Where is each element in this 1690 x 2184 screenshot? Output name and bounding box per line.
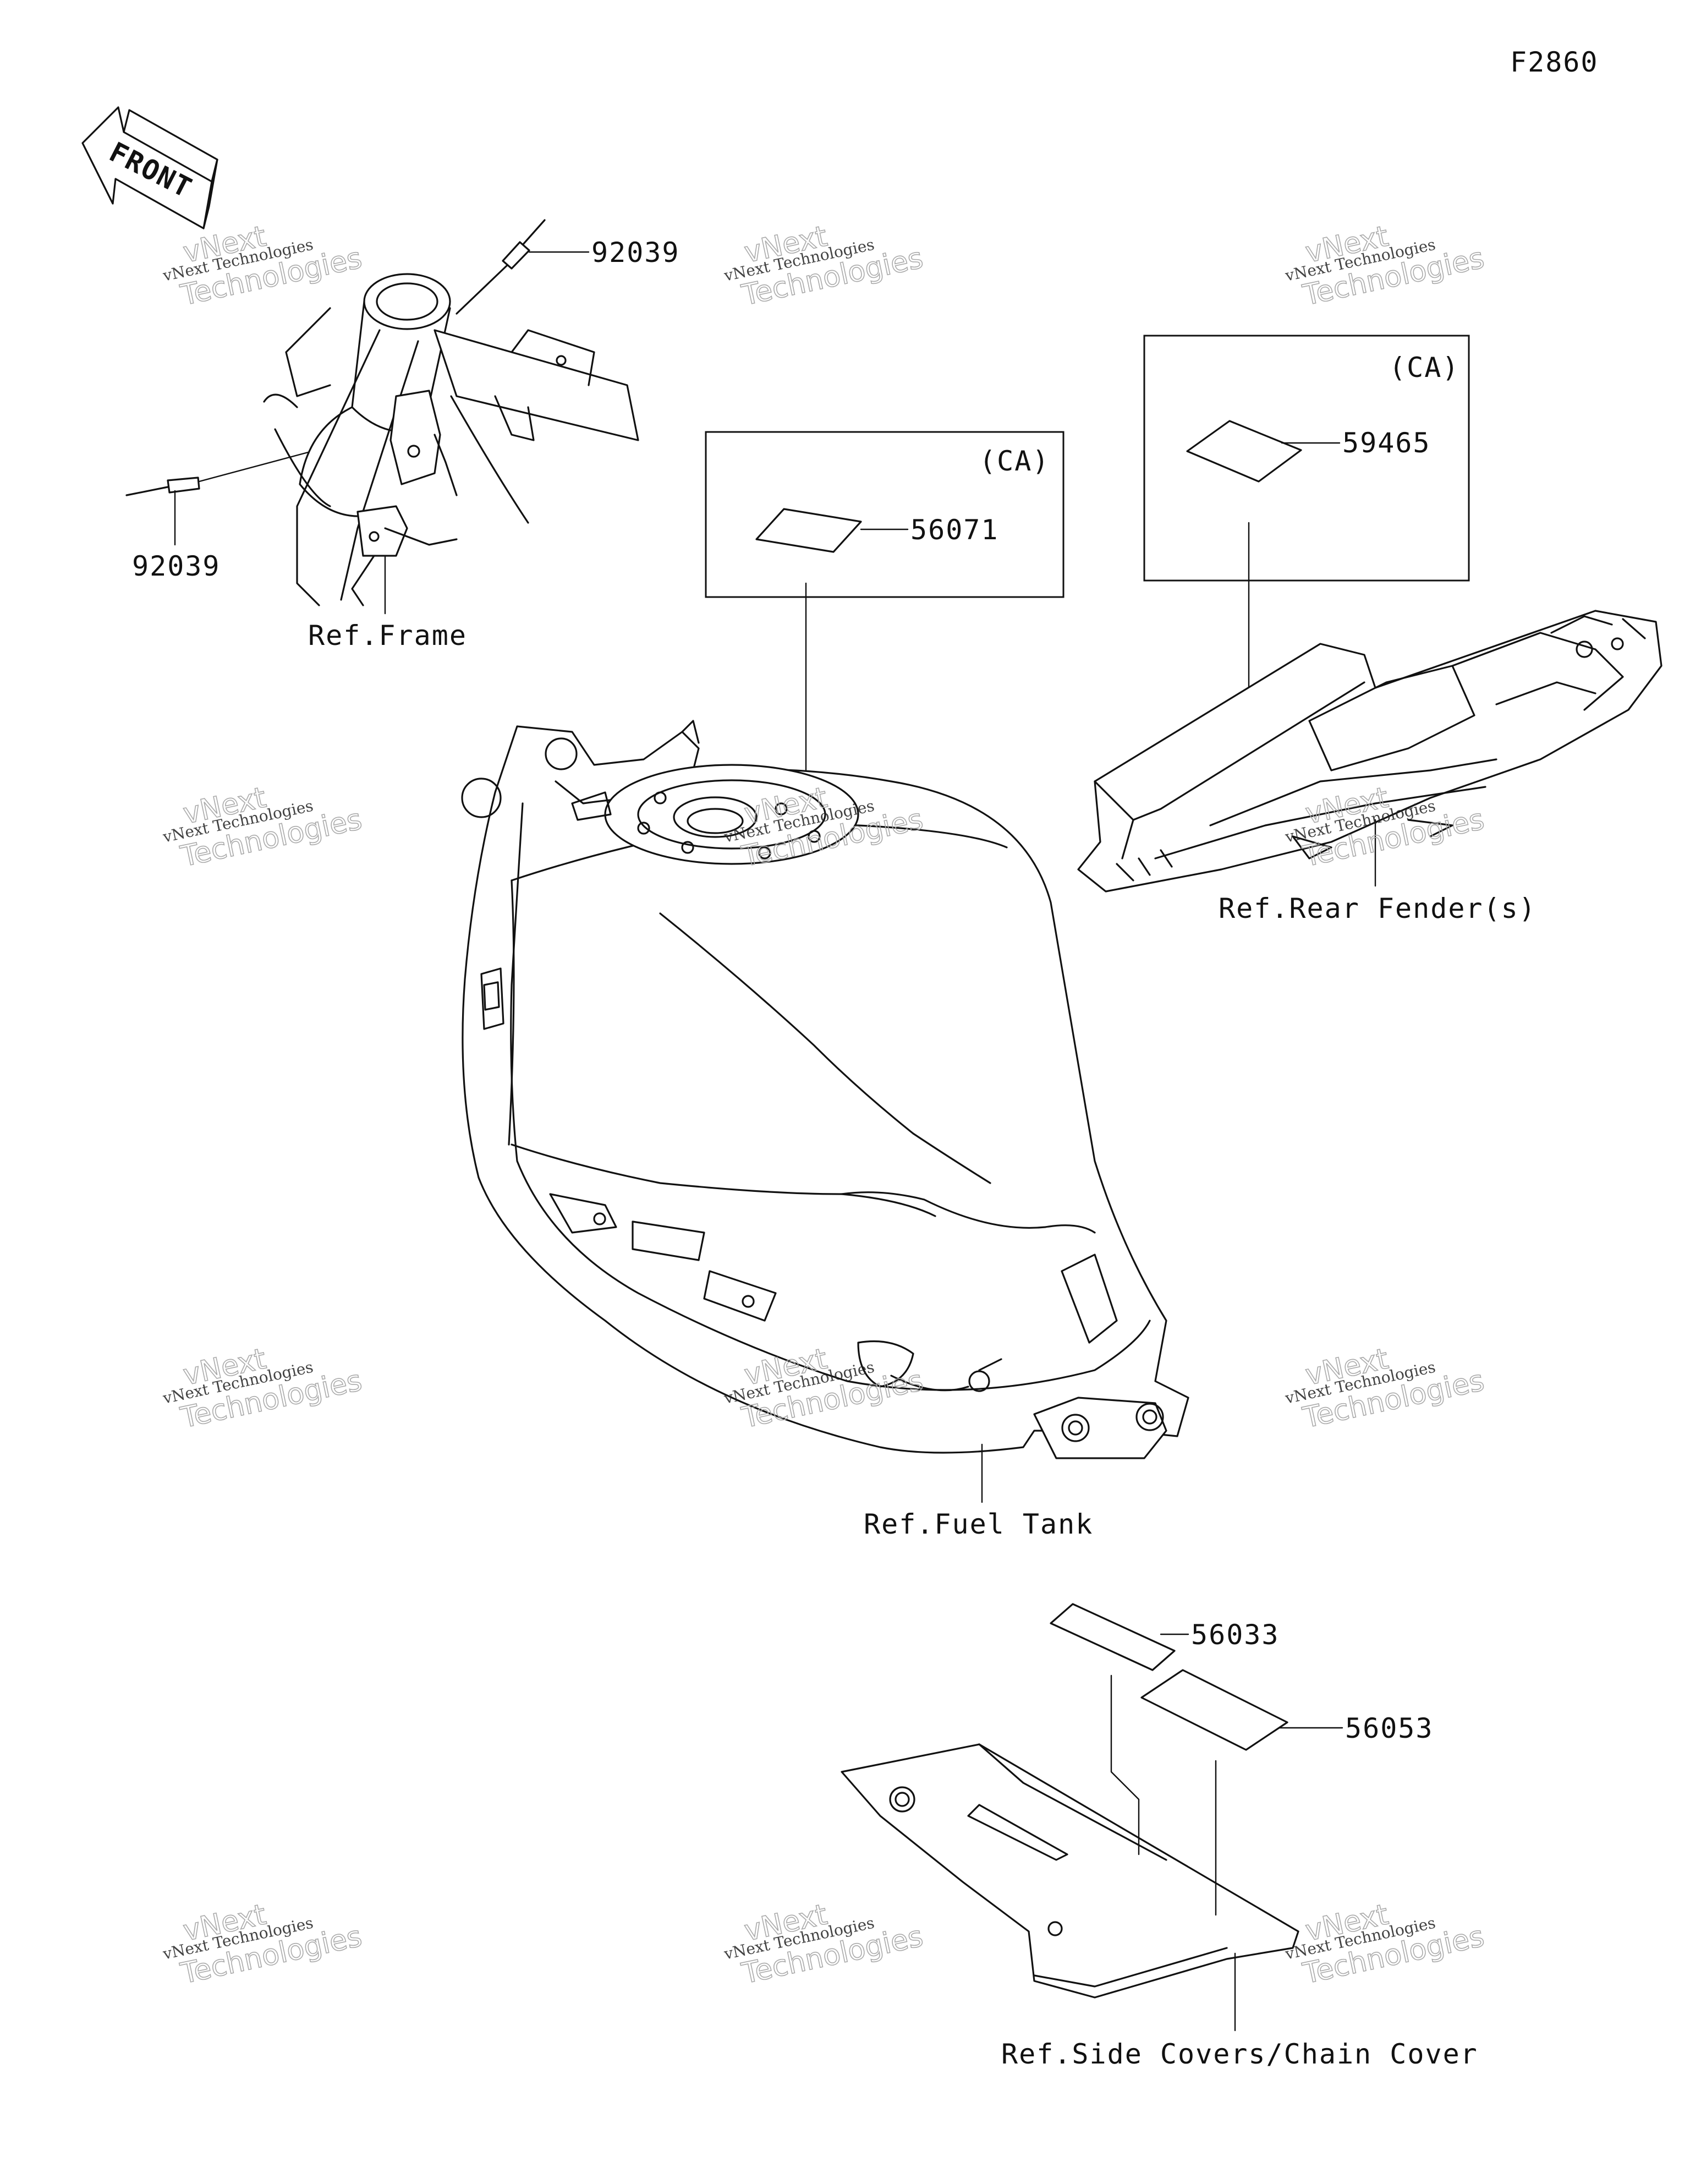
front-arrow-icon: FRONT (81, 106, 218, 229)
callout-56053: 56053 (1345, 1712, 1434, 1744)
ca-fender-tag: (CA) (1389, 352, 1459, 384)
frame-drawing (263, 273, 639, 606)
callout-92039-left: 92039 (132, 550, 221, 582)
ref-frame: Ref.Frame (308, 620, 467, 652)
chain-cover-drawing (841, 1743, 1299, 1999)
rear-fender-drawing (1077, 610, 1662, 893)
figure-code: F2860 (1510, 46, 1599, 78)
callout-56033: 56033 (1191, 1619, 1280, 1651)
ca-tank-box (705, 431, 1065, 598)
callout-59465: 59465 (1342, 427, 1431, 459)
ca-fender-box (1143, 335, 1470, 582)
label-56053-shape (1140, 1669, 1288, 1751)
label-56033-shape (1050, 1603, 1176, 1671)
label-56071-shape (755, 508, 862, 553)
fuel-tank-drawing (461, 720, 1189, 1459)
ref-fuel-tank: Ref.Fuel Tank (864, 1508, 1093, 1540)
ref-rear-fender: Ref.Rear Fender(s) (1219, 893, 1537, 924)
callout-92039-top: 92039 (591, 237, 680, 269)
ca-tank-tag: (CA) (979, 445, 1050, 477)
callout-56071: 56071 (910, 514, 999, 546)
ref-side-covers: Ref.Side Covers/Chain Cover (1001, 2038, 1478, 2070)
label-59465-shape (1186, 420, 1302, 483)
rivet-92039-top (456, 219, 590, 315)
rivet-92039-left (125, 451, 309, 546)
